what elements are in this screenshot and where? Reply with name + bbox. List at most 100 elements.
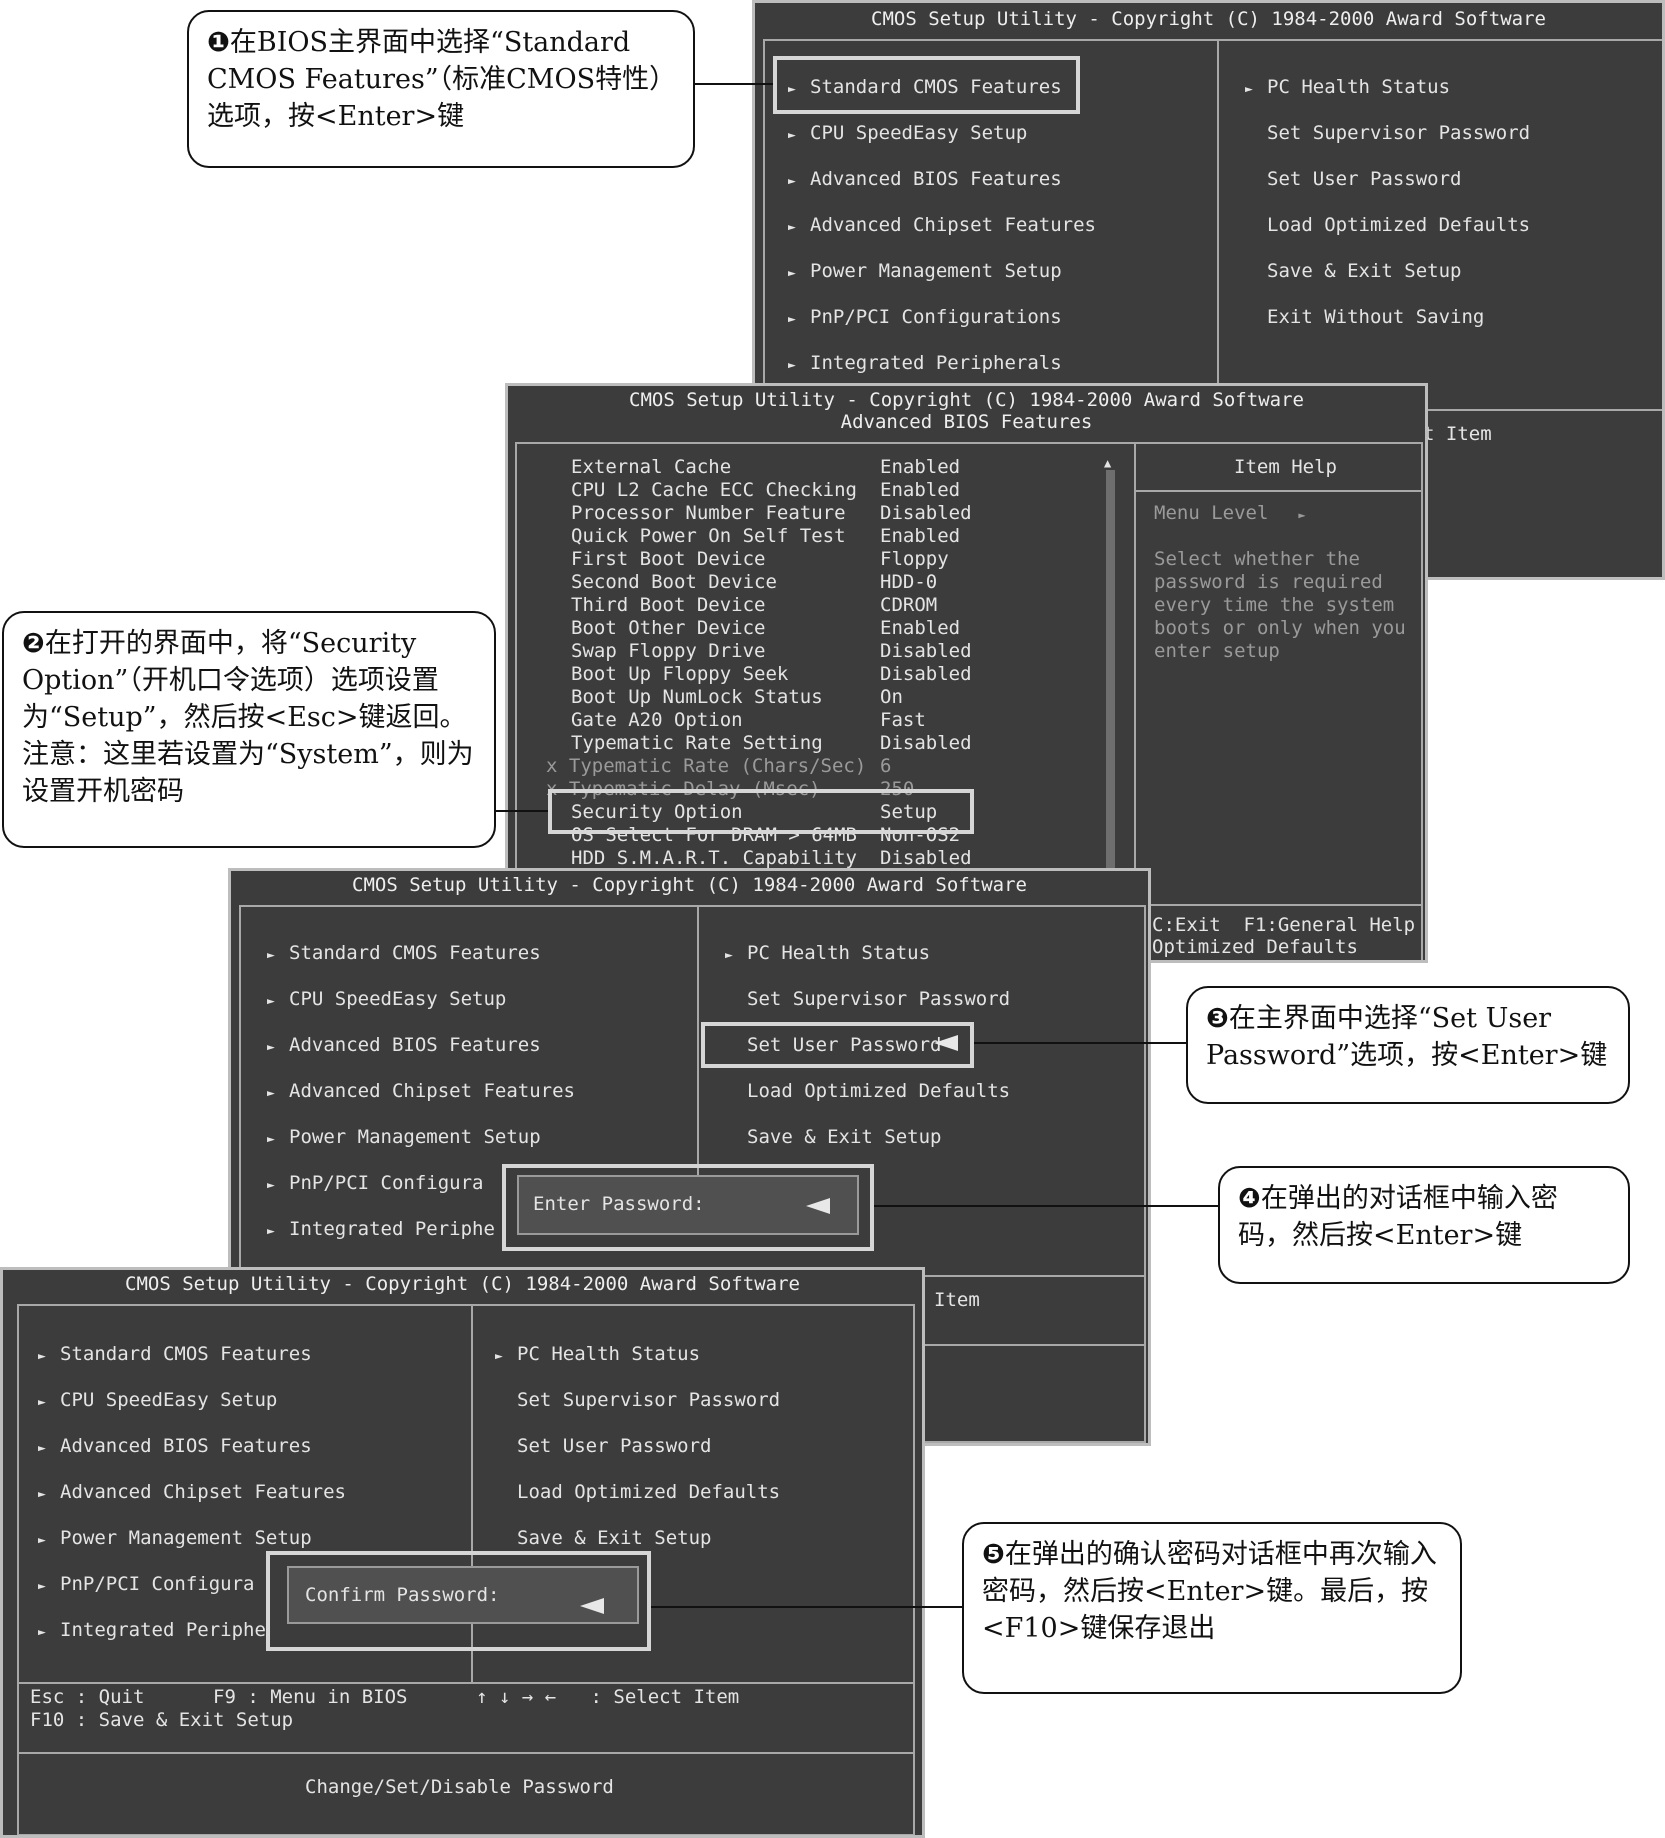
- main-menu-left-item[interactable]: ►Power Management Setup: [38, 1527, 312, 1552]
- highlight-security-option: [548, 789, 974, 834]
- callout-step-5: ❺在弹出的确认密码对话框中再次输入密码，然后按<Enter>键。最后，按<F10…: [962, 1522, 1462, 1694]
- setting-value[interactable]: Disabled: [880, 847, 972, 869]
- main-menu-left-item[interactable]: ►Advanced BIOS Features: [38, 1435, 312, 1460]
- setting-value[interactable]: Floppy: [880, 548, 949, 570]
- main-menu-left-item[interactable]: ►Integrated Peripherals: [788, 352, 1062, 377]
- main-menu-left-item-label: CPU SpeedEasy Setup: [289, 988, 507, 1010]
- submenu-arrow-icon: ►: [38, 1625, 46, 1640]
- setting-label[interactable]: Typematic Rate Setting: [571, 732, 823, 754]
- main-menu-right-item-label: PC Health Status: [747, 942, 931, 964]
- setting-label[interactable]: Security Option: [571, 801, 743, 823]
- main-menu-left-item-label: Advanced Chipset Features: [60, 1481, 346, 1503]
- callout-5-pointer: [651, 1606, 962, 1608]
- submenu-arrow-icon: ►: [267, 994, 275, 1009]
- setting-value[interactable]: Enabled: [880, 525, 961, 547]
- setting-value[interactable]: Fast: [880, 709, 926, 731]
- main-menu-right-item[interactable]: Set Supervisor Password: [725, 988, 1010, 1010]
- setting-label[interactable]: Boot Up NumLock Status: [571, 686, 823, 708]
- setting-label[interactable]: First Boot Device: [571, 548, 766, 570]
- setting-label[interactable]: Quick Power On Self Test: [571, 525, 846, 547]
- setting-label[interactable]: x Typematic Rate (Chars/Sec): [546, 755, 867, 777]
- main-menu-left-item[interactable]: ► CPU SpeedEasy Setup: [267, 988, 506, 1013]
- setting-value[interactable]: Disabled: [880, 640, 972, 662]
- menu-frame: [763, 39, 1662, 577]
- main-menu-left-item[interactable]: ►Advanced Chipset Features: [788, 214, 1096, 239]
- setting-label[interactable]: OS Select For DRAM > 64MB: [571, 824, 857, 846]
- main-menu-left-item[interactable]: ►Advanced BIOS Features: [267, 1034, 541, 1059]
- setting-label[interactable]: External Cache: [571, 456, 732, 478]
- callout-2-pointer: [496, 810, 548, 812]
- submenu-arrow-icon: ►: [788, 174, 796, 189]
- main-menu-left-item[interactable]: ►CPU SpeedEasy Setup: [38, 1389, 277, 1414]
- submenu-arrow-icon: ►: [38, 1487, 46, 1502]
- setting-value[interactable]: Enabled: [880, 617, 961, 639]
- setting-value[interactable]: HDD-0: [880, 571, 938, 593]
- setting-value[interactable]: Disabled: [880, 663, 972, 685]
- main-menu-left-item[interactable]: ►CPU SpeedEasy Setup: [788, 122, 1027, 147]
- setting-value[interactable]: Disabled: [880, 732, 972, 754]
- main-menu-left-item[interactable]: ►Standard CMOS Features: [38, 1343, 312, 1368]
- enter-password-dialog[interactable]: Enter Password:: [517, 1175, 859, 1235]
- main-menu-left-item-label: Power Management Setup: [289, 1126, 541, 1148]
- setting-label[interactable]: CPU L2 Cache ECC Checking: [571, 479, 857, 501]
- main-menu-right-item[interactable]: Exit Without Saving: [1245, 306, 1484, 328]
- main-menu-left-item[interactable]: ►Standard CMOS Features: [267, 942, 541, 967]
- setting-value[interactable]: Enabled: [880, 456, 961, 478]
- main-menu-left-item[interactable]: ►Integrated Periphe: [267, 1218, 495, 1243]
- confirm-password-dialog[interactable]: Confirm Password:: [287, 1566, 639, 1624]
- main-menu-left-item-label: Integrated Periphe: [60, 1619, 266, 1641]
- main-menu-left-item[interactable]: ►Power Management Setup: [788, 260, 1062, 285]
- main-menu-left-item[interactable]: ► Integrated Periphe: [38, 1619, 266, 1644]
- main-menu-right-item[interactable]: Set User Password: [725, 1034, 941, 1056]
- setting-label[interactable]: HDD S.M.A.R.T. Capability: [571, 847, 857, 869]
- setting-label[interactable]: Gate A20 Option: [571, 709, 743, 731]
- main-menu-left-item[interactable]: ►PnP/PCI Configurations: [788, 306, 1062, 331]
- main-menu-left-item[interactable]: ►Power Management Setup: [267, 1126, 541, 1151]
- main-menu-right-item-label: Set Supervisor Password: [517, 1389, 781, 1411]
- setting-label[interactable]: Processor Number Feature: [571, 502, 846, 524]
- setting-value[interactable]: Non-OS2: [880, 824, 961, 846]
- main-menu-right-item[interactable]: ►PC Health Status: [495, 1343, 700, 1368]
- setting-value[interactable]: Setup: [880, 801, 938, 823]
- submenu-arrow-icon: ►: [38, 1395, 46, 1410]
- column-divider: [1134, 444, 1136, 960]
- submenu-arrow-icon: ►: [267, 1224, 275, 1239]
- partial-item: t Item: [1423, 423, 1492, 445]
- setting-label[interactable]: Boot Up Floppy Seek: [571, 663, 789, 685]
- setting-value[interactable]: Enabled: [880, 479, 961, 501]
- main-menu-right-item[interactable]: Load Optimized Defaults: [725, 1080, 1010, 1102]
- setting-value[interactable]: CDROM: [880, 594, 938, 616]
- scroll-up-icon[interactable]: ▲: [1104, 456, 1112, 470]
- main-menu-left-item[interactable]: ►Standard CMOS Features: [788, 76, 1062, 101]
- main-menu-left-item[interactable]: ►Advanced Chipset Features: [267, 1080, 575, 1105]
- main-menu-right-item[interactable]: Set User Password: [1245, 168, 1461, 190]
- callout-step-2: ❷在打开的界面中，将“Security Option”（开机口令选项）选项设置为…: [2, 611, 496, 848]
- main-menu-left-item[interactable]: ►PnP/PCI Configura: [38, 1573, 254, 1598]
- main-menu-right-item[interactable]: Save & Exit Setup: [725, 1126, 941, 1148]
- submenu-arrow-icon: ►: [495, 1349, 503, 1364]
- main-menu-right-item[interactable]: Save & Exit Setup: [495, 1527, 711, 1549]
- main-menu-right-item[interactable]: Load Optimized Defaults: [1245, 214, 1530, 236]
- scrollbar[interactable]: [1106, 470, 1115, 870]
- setting-value[interactable]: On: [880, 686, 903, 708]
- main-menu-right-item[interactable]: ►PC Health Status: [725, 942, 930, 967]
- main-menu-right-item[interactable]: Set Supervisor Password: [1245, 122, 1530, 144]
- main-menu-right-item-label: Load Optimized Defaults: [517, 1481, 781, 1503]
- setting-label[interactable]: Third Boot Device: [571, 594, 766, 616]
- setting-value[interactable]: Disabled: [880, 502, 972, 524]
- main-menu-right-item[interactable]: Set Supervisor Password: [495, 1389, 780, 1411]
- setting-label[interactable]: Boot Other Device: [571, 617, 766, 639]
- setting-value[interactable]: 6: [880, 755, 892, 777]
- main-menu-left-item[interactable]: ►Advanced BIOS Features: [788, 168, 1062, 193]
- main-menu-right-item[interactable]: ►PC Health Status: [1245, 76, 1450, 101]
- main-menu-left-item[interactable]: ►PnP/PCI Configura: [267, 1172, 483, 1197]
- main-menu-right-item[interactable]: Set User Password: [495, 1435, 711, 1457]
- main-menu-left-item[interactable]: ► Advanced Chipset Features: [38, 1481, 346, 1506]
- main-menu-right-item[interactable]: Save & Exit Setup: [1245, 260, 1461, 282]
- main-menu-left-item-label: Advanced Chipset Features: [289, 1080, 575, 1102]
- setting-label[interactable]: Second Boot Device: [571, 571, 777, 593]
- main-menu-right-item[interactable]: Load Optimized Defaults: [495, 1481, 780, 1503]
- main-menu-left-item-label: Standard CMOS Features: [810, 76, 1062, 98]
- footer-line-1: Esc : Quit F9 : Menu in BIOS ↑ ↓ → ← : S…: [30, 1686, 740, 1708]
- setting-label[interactable]: Swap Floppy Drive: [571, 640, 766, 662]
